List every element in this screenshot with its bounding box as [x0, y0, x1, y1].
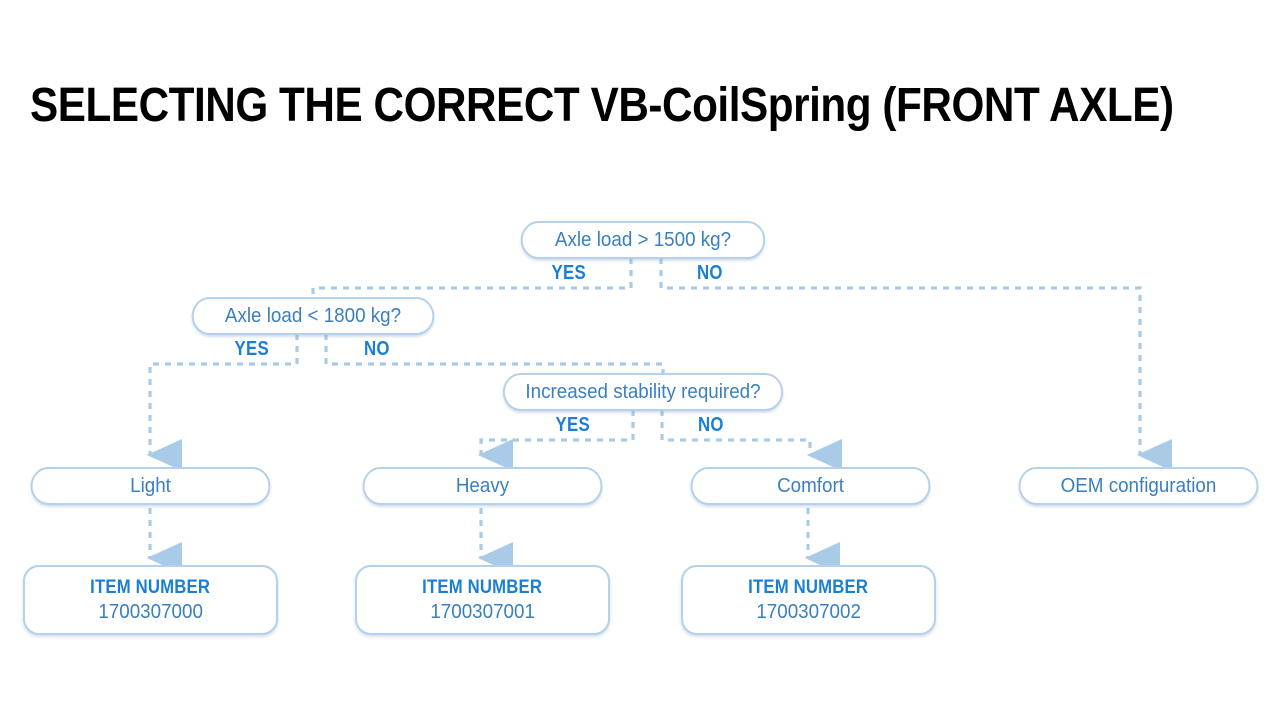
branch-label-d1-no: NO	[697, 262, 723, 284]
decision-node-label: Increased stability required?	[525, 380, 761, 403]
edge-d3-yes	[477, 410, 635, 471]
result-node-label: Heavy	[455, 474, 510, 497]
branch-label-d1-yes: YES	[551, 262, 586, 284]
item-number-value: 1700307002	[756, 600, 861, 623]
decision-node-axle-load-1500[interactable]: Axle load > 1500 kg?	[520, 221, 766, 259]
edge-d1-no	[659, 258, 1172, 471]
result-node-comfort[interactable]: Comfort	[690, 467, 931, 505]
edge-d1-yes	[311, 258, 633, 297]
item-number-heading: ITEM NUMBER	[748, 576, 869, 598]
item-number-value: 1700307001	[430, 600, 535, 623]
decision-node-label: Axle load > 1500 kg?	[554, 228, 732, 251]
result-node-label: Light	[130, 474, 171, 497]
edge-d2-no	[324, 334, 665, 373]
decision-node-label: Axle load < 1800 kg?	[224, 304, 402, 327]
branch-label-d2-yes: YES	[234, 338, 269, 360]
edge-d2-yes	[146, 334, 299, 471]
result-node-light[interactable]: Light	[30, 467, 271, 505]
branch-label-d2-no: NO	[364, 338, 390, 360]
result-node-label: Comfort	[777, 474, 844, 497]
branch-label-d3-no: NO	[698, 414, 724, 436]
page-title: SELECTING THE CORRECT VB-CoilSpring (FRO…	[30, 79, 1174, 132]
edge-d3-no	[660, 410, 842, 471]
result-node-label: OEM configuration	[1060, 474, 1217, 497]
item-number-heading: ITEM NUMBER	[422, 576, 543, 598]
item-number-value: 1700307000	[98, 600, 203, 623]
branch-label-d3-yes: YES	[555, 414, 590, 436]
result-node-oem-configuration[interactable]: OEM configuration	[1018, 467, 1259, 505]
decision-node-axle-load-1800[interactable]: Axle load < 1800 kg?	[191, 297, 435, 335]
item-number-box-heavy[interactable]: ITEM NUMBER 1700307001	[355, 565, 610, 635]
result-node-heavy[interactable]: Heavy	[362, 467, 603, 505]
item-number-box-comfort[interactable]: ITEM NUMBER 1700307002	[681, 565, 936, 635]
decision-node-increased-stability[interactable]: Increased stability required?	[502, 373, 784, 411]
item-number-box-light[interactable]: ITEM NUMBER 1700307000	[23, 565, 278, 635]
item-number-heading: ITEM NUMBER	[90, 576, 211, 598]
